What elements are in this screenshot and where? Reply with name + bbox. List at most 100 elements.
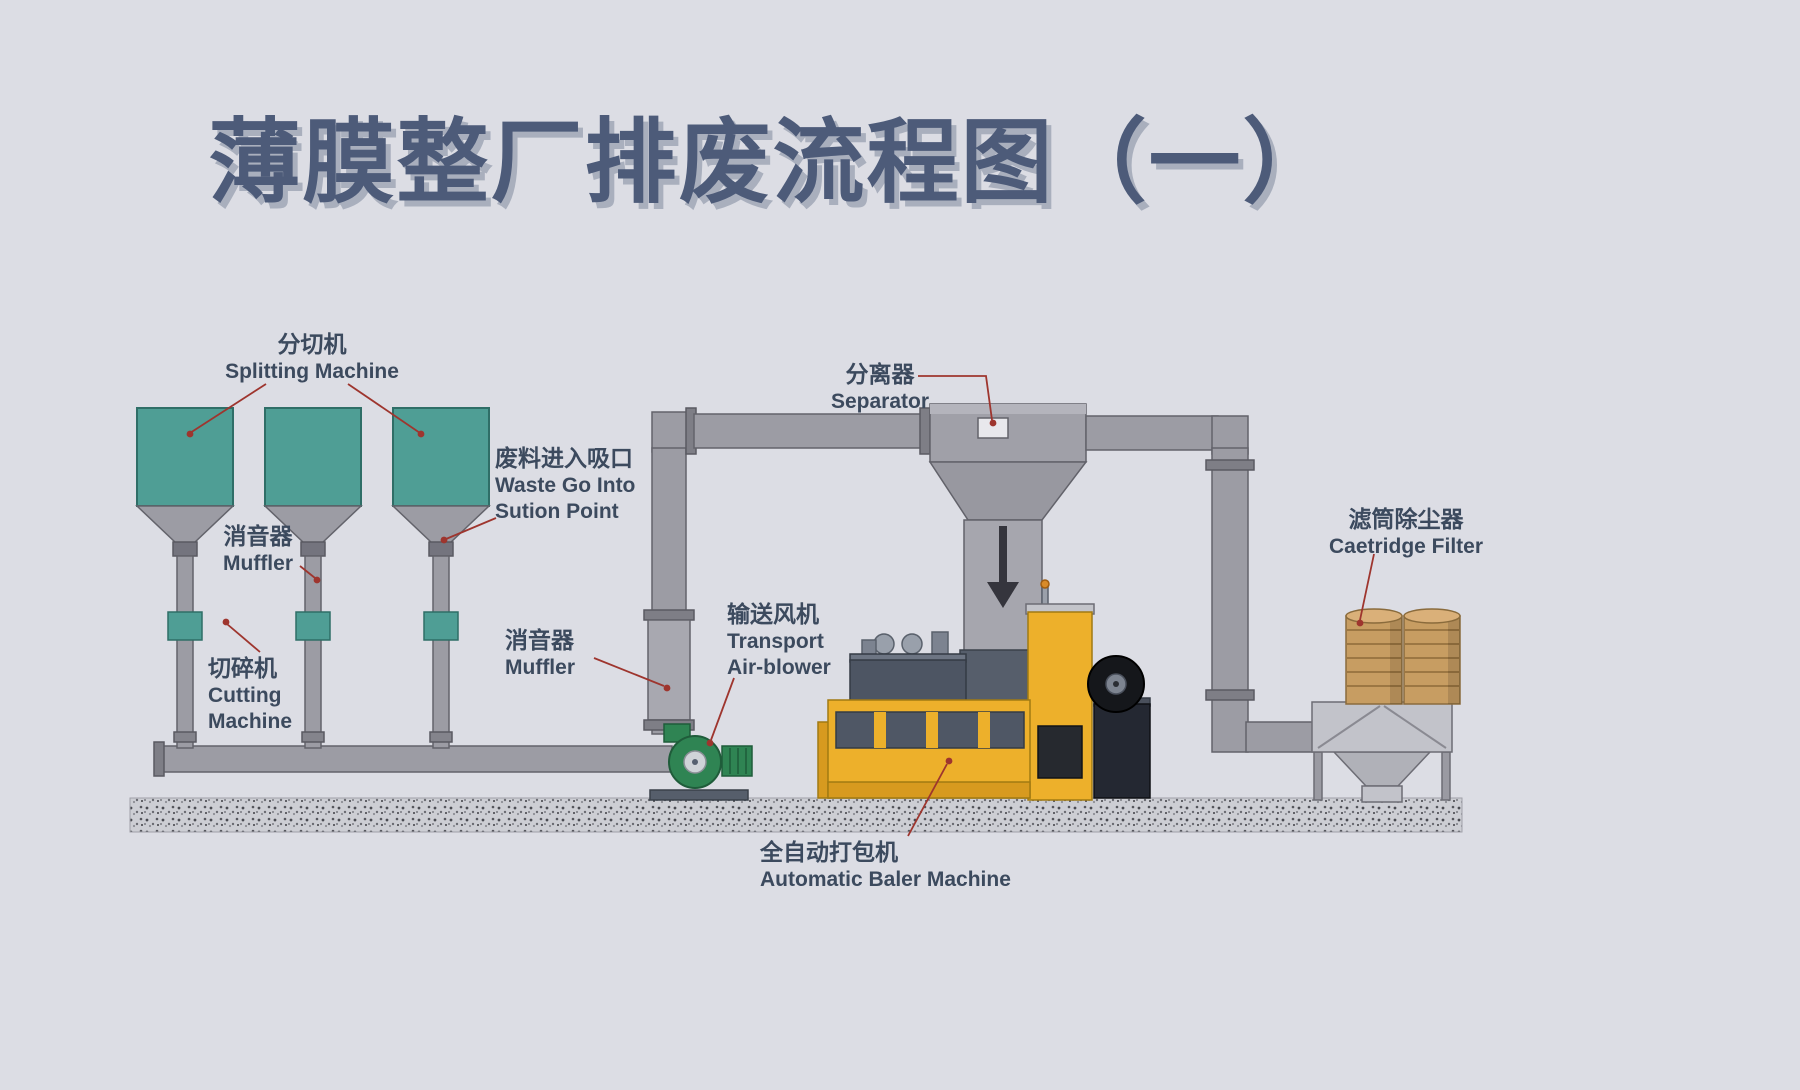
splitting-machines-group (135, 407, 673, 777)
filter-discharge (1361, 785, 1403, 803)
page-title: 薄膜整厂排废流程图（一） (208, 112, 1337, 214)
baler-tire-bolt (1113, 681, 1119, 687)
leader-dot-filter (1356, 619, 1364, 627)
filter-housing (1311, 701, 1453, 753)
filter-brace-left (1317, 705, 1381, 749)
baler-tower-opening (1037, 725, 1083, 779)
baler-rib-2 (926, 712, 938, 748)
leader-waste-suction (445, 517, 497, 540)
leader-splitting-1 (189, 383, 267, 434)
machine-1-downpipe (176, 555, 194, 749)
label-baler: 全自动打包机 Automatic Baler Machine (760, 838, 1090, 893)
filter-brace-right (1383, 705, 1447, 749)
leader-splitting-2 (347, 383, 421, 434)
pipe-end-cap (153, 741, 165, 777)
label-muffler-mid-zh: 消音器 (505, 627, 574, 653)
label-splitting-machine: 分切机 Splitting Machine (162, 330, 462, 385)
machine-3-downpipe (432, 555, 450, 749)
label-transport-blower-en2: Air-blower (727, 656, 831, 680)
leader-dot-waste-suction (440, 536, 448, 544)
separator-outlet-pipe (1085, 415, 1219, 451)
leader-dot-splitting-1 (186, 430, 194, 438)
machine-2-coupling-teal (295, 611, 331, 641)
label-waste-suction-en1: Waste Go Into (495, 474, 636, 498)
label-muffler-top: 消音器 Muffler (168, 522, 348, 577)
label-cartridge-filter-zh: 滤筒除尘器 (1348, 506, 1464, 532)
splitting-machine-1 (136, 407, 234, 507)
filter-pipes-group (1085, 415, 1319, 753)
label-splitting-machine-zh: 分切机 (277, 331, 347, 357)
baler-beacon-light (1040, 579, 1050, 589)
label-transport-blower: 输送风机 Transport Air-blower (727, 600, 927, 682)
label-waste-suction-zh: 废料进入吸口 (495, 445, 633, 471)
leader-separator (918, 375, 993, 421)
label-waste-suction-en2: Sution Point (495, 500, 619, 524)
machine-3-coupling-teal (423, 611, 459, 641)
label-separator: 分离器 Separator (795, 360, 965, 415)
flow-arrow-head-icon (987, 582, 1019, 608)
separator-top-highlight (930, 404, 1086, 414)
right-pipe-flange-bottom (1205, 689, 1255, 701)
baler-rib-1 (874, 712, 886, 748)
splitting-machine-3 (392, 407, 490, 507)
leader-dot-cutting-machine (222, 618, 230, 626)
baler-control-cabinet (1093, 703, 1151, 799)
label-baler-en: Automatic Baler Machine (760, 868, 1011, 892)
filter-inlet-pipe (1245, 721, 1319, 753)
collection-pipe (159, 745, 673, 773)
filter-hopper (1332, 751, 1432, 787)
separator-inspection-window (977, 417, 1009, 439)
baler-cylinder (931, 631, 949, 657)
right-downpipe (1211, 447, 1249, 753)
top-transport-pipe (693, 413, 923, 449)
inline-muffler-body (647, 619, 691, 721)
label-transport-blower-zh: 输送风机 (727, 601, 819, 627)
leader-dot-muffler-mid (663, 684, 671, 692)
blower-motor (721, 745, 753, 777)
filter-cartridge-1 (1345, 608, 1403, 705)
separator-group (928, 403, 1088, 657)
cutting-machine-unit (167, 611, 203, 641)
leader-muffler-top (299, 565, 316, 579)
label-separator-zh: 分离器 (845, 361, 915, 387)
filter-leg-left (1313, 751, 1323, 801)
leader-dot-splitting-2 (417, 430, 425, 438)
leader-dot-muffler-top (313, 576, 321, 584)
label-baler-zh: 全自动打包机 (760, 839, 898, 865)
separator-funnel (928, 461, 1088, 521)
leader-cutting-machine (226, 623, 261, 653)
leader-lines-group (186, 375, 1375, 837)
filter-cartridge-2 (1403, 608, 1461, 705)
leader-baler (907, 763, 948, 837)
baler-machine-group (817, 579, 1151, 801)
machine-2-flange (301, 731, 325, 743)
leader-blower (710, 677, 735, 741)
label-cutting-machine: 切碎机 Cutting Machine (208, 654, 408, 736)
filter-leg-right (1441, 751, 1451, 801)
cartridge-filter-group (1311, 608, 1461, 803)
machine-3-flange (429, 731, 453, 743)
machine-3-coupling (428, 541, 454, 557)
label-cutting-machine-zh: 切碎机 (208, 655, 277, 681)
ground-strip (129, 797, 1463, 833)
label-cartridge-filter-en: Caetridge Filter (1328, 535, 1484, 559)
label-cutting-machine-en1: Cutting (208, 684, 282, 708)
muffler-flange-top (643, 609, 695, 621)
blower-hub-dot (692, 759, 698, 765)
leader-dot-baler (945, 757, 953, 765)
label-cartridge-filter: 滤筒除尘器 Caetridge Filter (1318, 505, 1494, 560)
splitting-machine-2 (264, 407, 362, 507)
label-waste-suction: 废料进入吸口 Waste Go Into Sution Point (495, 444, 755, 526)
machine-2-downpipe (304, 555, 322, 749)
label-muffler-mid: 消音器 Muffler (505, 626, 665, 681)
label-separator-en: Separator (830, 390, 930, 414)
leader-muffler-mid (593, 657, 665, 687)
baler-rib-3 (978, 712, 990, 748)
label-splitting-machine-en: Splitting Machine (225, 360, 399, 384)
leader-dot-separator (989, 419, 997, 427)
machine-1-flange (173, 731, 197, 743)
label-cutting-machine-en2: Machine (208, 710, 293, 734)
label-muffler-mid-en: Muffler (505, 656, 575, 680)
